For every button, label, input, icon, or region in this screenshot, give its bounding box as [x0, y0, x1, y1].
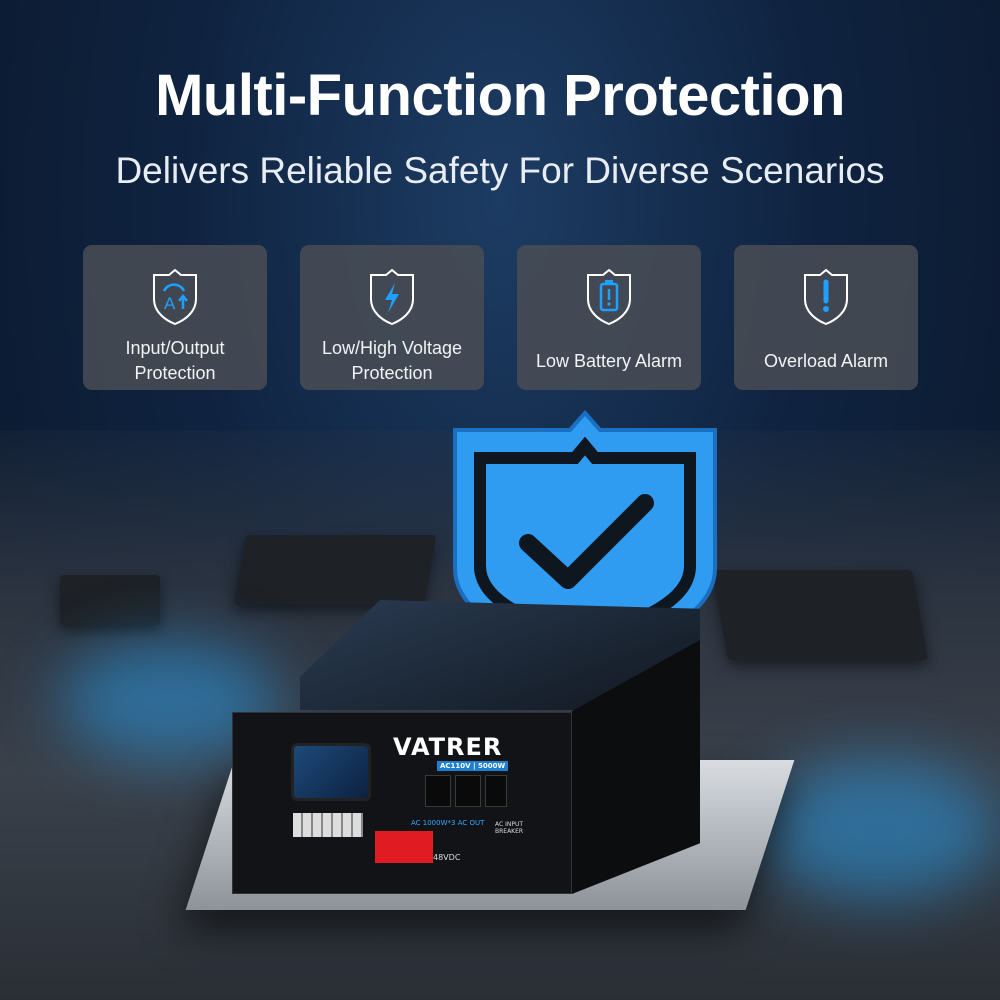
- display-screen: [291, 743, 371, 801]
- feature-card-overload: Overload Alarm: [734, 245, 918, 390]
- feature-card-low-battery: Low Battery Alarm: [517, 245, 701, 390]
- dc-terminal: [375, 831, 433, 863]
- chip: [60, 575, 160, 625]
- shield-exclamation-icon: [804, 268, 848, 326]
- feature-label: Overload Alarm: [763, 350, 889, 371]
- page-title: Multi-Function Protection: [155, 63, 845, 128]
- terminal-block: [293, 813, 363, 837]
- chip: [712, 570, 928, 660]
- feature-card-voltage: Low/High Voltage Protection: [300, 245, 484, 390]
- dc-label: 48VDC: [433, 853, 461, 862]
- svg-text:A: A: [164, 294, 176, 313]
- light-glow: [760, 760, 1000, 900]
- page-subtitle: Delivers Reliable Safety For Diverse Sce…: [115, 150, 885, 191]
- feature-label: Input/Output Protection: [125, 338, 225, 383]
- chip: [233, 535, 437, 605]
- shield-check-icon: [453, 409, 717, 658]
- shield-battery-icon: [587, 268, 631, 326]
- feature-label: Low/High Voltage Protection: [321, 338, 463, 383]
- shield-lightning-icon: [370, 268, 414, 326]
- breaker-label: AC INPUT BREAKER: [495, 821, 524, 835]
- spec-badge: AC110V | 5000W: [437, 761, 509, 771]
- feature-label: Low Battery Alarm: [535, 350, 683, 371]
- feature-card-input-output: A Input/Output Protection: [83, 245, 267, 390]
- brand-logo: VATRER: [393, 733, 503, 761]
- ac-outlet: [485, 775, 507, 807]
- ac-outlet: [455, 775, 481, 807]
- ac-outlet: [425, 775, 451, 807]
- battery-inverter-unit: VATRER AC110V | 5000W AC 1000W*3 AC OUT …: [232, 712, 572, 894]
- ac-out-label: AC 1000W*3 AC OUT: [411, 819, 485, 827]
- shield-current-icon: A: [153, 268, 197, 326]
